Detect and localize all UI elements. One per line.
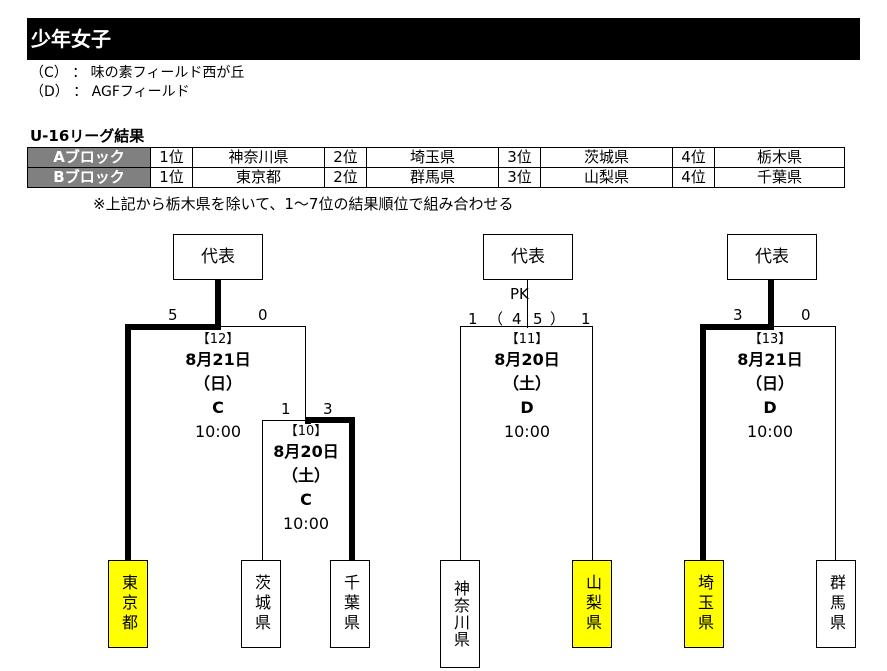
bracket-line bbox=[835, 326, 836, 560]
team-cell: 群馬県 bbox=[366, 167, 499, 188]
match-info-12: 【12】 8月21日 （日） C 10:00 bbox=[168, 332, 268, 444]
page-title: 少年女子 bbox=[27, 18, 860, 60]
score-right: 1 bbox=[581, 310, 591, 328]
team-cell: 千葉県 bbox=[714, 167, 845, 188]
match-venue: D bbox=[763, 398, 777, 417]
league-heading: U-16リーグ結果 bbox=[30, 127, 145, 145]
rank-cell: 1位 bbox=[150, 167, 193, 188]
league-row-a: Aブロック 1位 神奈川県 2位 埼玉県 3位 茨城県 4位 栃木県 bbox=[27, 147, 845, 168]
team-cell: 東京都 bbox=[192, 167, 325, 188]
team-cell: 山梨県 bbox=[540, 167, 673, 188]
team-cell: 茨城県 bbox=[540, 147, 673, 168]
rank-cell: 2位 bbox=[324, 147, 367, 168]
block-label: Aブロック bbox=[27, 147, 151, 168]
bracket-line bbox=[125, 324, 221, 330]
representative-box: 代表 bbox=[483, 234, 573, 280]
team-box-saitama: 埼玉県 bbox=[684, 560, 724, 648]
score-right: 0 bbox=[801, 306, 811, 324]
score-left: 5 bbox=[168, 306, 178, 324]
bracket-line bbox=[305, 326, 306, 420]
block-label: Bブロック bbox=[27, 167, 151, 188]
match-time: 10:00 bbox=[194, 422, 242, 441]
rank-cell: 1位 bbox=[150, 147, 193, 168]
match-date: 8月20日 bbox=[494, 350, 560, 369]
bracket-line bbox=[700, 324, 774, 330]
team-box-kanagawa: 神奈川県 bbox=[440, 560, 480, 668]
pk-right: 5 bbox=[533, 310, 543, 328]
pk-left: 4 bbox=[512, 310, 522, 328]
match-day: （日） bbox=[745, 374, 794, 393]
team-box-chiba: 千葉県 bbox=[330, 560, 370, 648]
bracket-line bbox=[262, 420, 306, 421]
bracket-line bbox=[527, 280, 528, 328]
bracket-line bbox=[700, 324, 706, 560]
match-number: 【12】 bbox=[196, 332, 240, 347]
team-box-tokyo: 東京都 bbox=[108, 560, 148, 648]
match-time: 10:00 bbox=[746, 422, 794, 441]
team-cell: 埼玉県 bbox=[366, 147, 499, 168]
team-cell: 栃木県 bbox=[714, 147, 845, 168]
venue-c: （C） ： 味の素フィールド西が丘 bbox=[30, 65, 245, 81]
team-box-ibaraki: 茨城県 bbox=[241, 560, 281, 648]
league-table: Aブロック 1位 神奈川県 2位 埼玉県 3位 茨城県 4位 栃木県 Bブロック… bbox=[27, 147, 845, 188]
bracket-line bbox=[262, 420, 263, 560]
match-time: 10:00 bbox=[282, 514, 330, 533]
match-date: 8月21日 bbox=[185, 350, 251, 369]
match-time: 10:00 bbox=[503, 422, 551, 441]
league-note: ※上記から栃木県を除いて、1～7位の結果順位で組み合わせる bbox=[93, 195, 514, 213]
team-box-yamanashi: 山梨県 bbox=[572, 560, 612, 648]
bracket-line bbox=[125, 324, 131, 560]
bracket-line bbox=[215, 280, 221, 328]
bracket-line bbox=[460, 326, 461, 560]
match-date: 8月21日 bbox=[737, 350, 803, 369]
match-venue: C bbox=[300, 490, 312, 509]
match-day: （土） bbox=[502, 374, 551, 393]
representative-box: 代表 bbox=[173, 234, 263, 280]
bracket-line bbox=[305, 417, 355, 423]
match-info-10: 【10】 8月20日 （土） C 10:00 bbox=[256, 424, 356, 536]
bracket-line bbox=[527, 326, 593, 327]
match-number: 【13】 bbox=[748, 332, 792, 347]
team-box-gunma: 群馬県 bbox=[816, 560, 856, 648]
score-left: 3 bbox=[733, 306, 743, 324]
pk-label: PK bbox=[510, 285, 529, 303]
rank-cell: 4位 bbox=[672, 167, 715, 188]
match-day: （日） bbox=[193, 374, 242, 393]
match-number: 【11】 bbox=[505, 332, 549, 347]
rank-cell: 3位 bbox=[498, 167, 541, 188]
score-left: 1 bbox=[281, 400, 291, 418]
rank-cell: 4位 bbox=[672, 147, 715, 168]
team-cell: 神奈川県 bbox=[192, 147, 325, 168]
score-left: 1 bbox=[468, 310, 478, 328]
league-row-b: Bブロック 1位 東京都 2位 群馬県 3位 山梨県 4位 千葉県 bbox=[27, 167, 845, 188]
pk-open: （ bbox=[488, 310, 504, 328]
bracket-line bbox=[460, 326, 527, 327]
rank-cell: 3位 bbox=[498, 147, 541, 168]
bracket-line bbox=[221, 326, 306, 327]
bracket-line bbox=[774, 326, 836, 327]
representative-box: 代表 bbox=[727, 234, 817, 280]
match-info-11: 【11】 8月20日 （土） D 10:00 bbox=[477, 332, 577, 444]
match-day: （土） bbox=[281, 466, 330, 485]
score-right: 3 bbox=[323, 400, 333, 418]
bracket-line bbox=[768, 280, 774, 328]
match-venue: C bbox=[212, 398, 224, 417]
rank-cell: 2位 bbox=[324, 167, 367, 188]
score-right: 0 bbox=[258, 306, 268, 324]
match-info-13: 【13】 8月21日 （日） D 10:00 bbox=[720, 332, 820, 444]
venue-d: （D） ： AGFフィールド bbox=[30, 84, 190, 100]
pk-close: ） bbox=[550, 310, 566, 328]
bracket-line bbox=[592, 326, 593, 560]
match-venue: D bbox=[520, 398, 534, 417]
match-date: 8月20日 bbox=[273, 442, 339, 461]
match-number: 【10】 bbox=[284, 424, 328, 439]
bracket-line bbox=[349, 417, 355, 560]
